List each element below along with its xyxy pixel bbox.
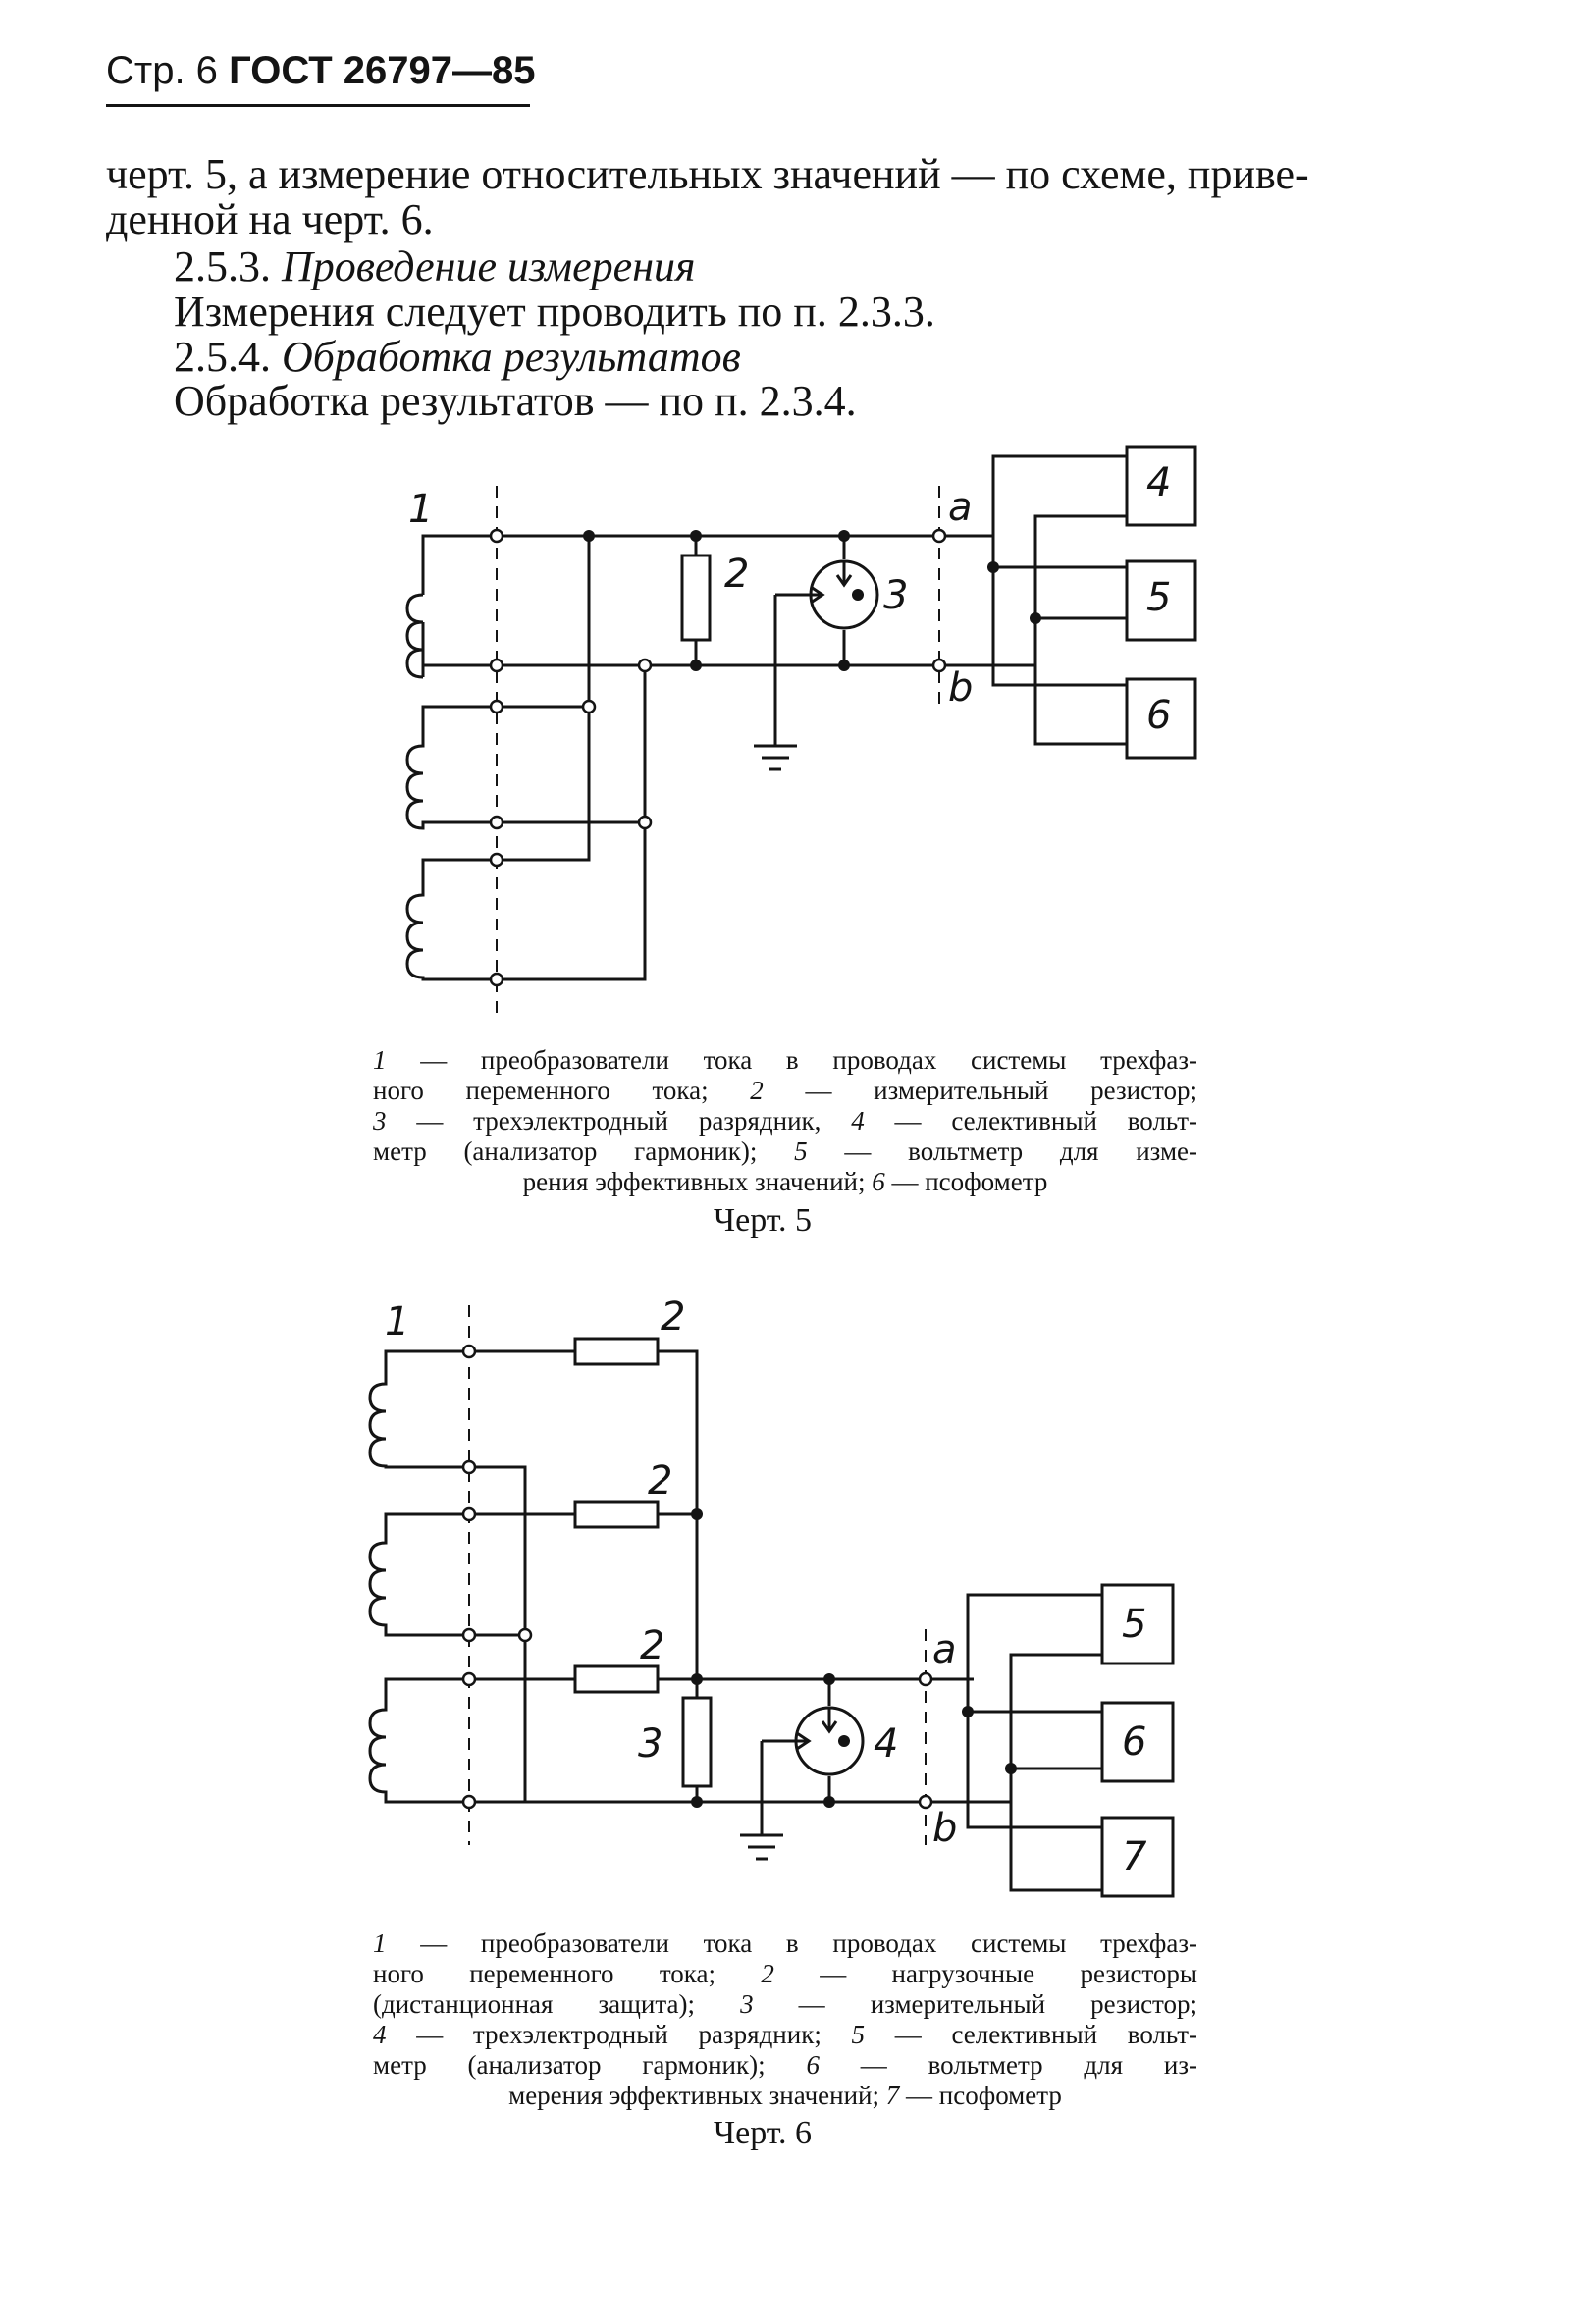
page-number: Стр. 6 <box>106 49 218 92</box>
legend-number: 1 <box>373 1045 387 1075</box>
legend-text: — преобразователи тока в проводах систем… <box>386 1928 1197 1958</box>
section-2-5-4-body: Обработка результатов — по п. 2.3.4. <box>174 377 857 425</box>
legend-number: 6 <box>806 2050 820 2080</box>
section-2-5-3-heading: 2.5.3. Проведение измерения <box>174 241 695 291</box>
fig6-legend: 1 — преобразователи тока в проводах сист… <box>373 1928 1197 2111</box>
legend-text: метр (анализатор гармоник); <box>373 2050 807 2080</box>
fig6-label-a: a <box>932 1627 957 1672</box>
legend-text: — псофометр <box>884 1167 1048 1196</box>
legend-text: ного переменного тока; <box>373 1959 762 1988</box>
legend-line: 1 — преобразователи тока в проводах сист… <box>373 1045 1197 1076</box>
legend-text: — нагрузочные резисторы <box>773 1959 1198 1988</box>
section-2-5-4-heading: 2.5.4. Обработка результатов <box>174 332 741 382</box>
legend-number: 2 <box>761 1959 774 1988</box>
legend-text: — селективный вольт- <box>865 2020 1198 2049</box>
legend-text: (дистанционная защита); <box>373 1989 741 2019</box>
legend-line: (дистанционная защита); 3 — измерительны… <box>373 1989 1197 2020</box>
legend-text: — вольтметр для изме- <box>807 1136 1198 1166</box>
fig6-label-3: 3 <box>638 1721 662 1767</box>
legend-number: 3 <box>373 1106 387 1136</box>
fig5-label-2: 2 <box>724 552 749 597</box>
text-line-1: черт. 5, а измерение относительных значе… <box>106 150 1309 198</box>
legend-text: — преобразователи тока в проводах систем… <box>386 1045 1197 1075</box>
fig5-label-5: 5 <box>1146 575 1171 620</box>
legend-number: 4 <box>373 2020 387 2049</box>
legend-number: 7 <box>885 2081 900 2110</box>
legend-line: ного переменного тока; 2 — измерительный… <box>373 1076 1197 1106</box>
legend-text: — вольтметр для из- <box>819 2050 1198 2080</box>
fig6-caption: Черт. 6 <box>714 2115 813 2151</box>
legend-text: ного переменного тока; <box>373 1076 751 1105</box>
legend-number: 4 <box>851 1106 865 1136</box>
legend-number: 3 <box>740 1989 754 2019</box>
section-number: 2.5.3. <box>174 242 271 290</box>
legend-line: 1 — преобразователи тока в проводах сист… <box>373 1928 1197 1959</box>
section-number: 2.5.4. <box>174 333 271 381</box>
fig6-label-4: 4 <box>874 1721 898 1767</box>
legend-number: 2 <box>750 1076 764 1105</box>
legend-line: рения эффективных значений; 6 — псофомет… <box>373 1167 1197 1197</box>
standard-number: ГОСТ 26797—85 <box>229 49 536 92</box>
legend-line: мерения эффективных значений; 7 — псофом… <box>373 2081 1197 2111</box>
legend-text: — измерительный резистор; <box>763 1076 1197 1105</box>
fig6-label-2-mid: 2 <box>648 1458 672 1504</box>
legend-number: 1 <box>373 1928 387 1958</box>
fig5-caption: Черт. 5 <box>714 1202 813 1239</box>
section-title: Обработка результатов <box>282 333 741 381</box>
section-title: Проведение измерения <box>282 242 696 290</box>
legend-text: — измерительный резистор; <box>753 1989 1197 2019</box>
legend-text: — псофометр <box>899 2081 1062 2110</box>
legend-number: 5 <box>794 1136 808 1166</box>
legend-number: 6 <box>872 1167 885 1196</box>
fig6-label-b: b <box>932 1806 957 1851</box>
fig6-label-7: 7 <box>1122 1834 1147 1879</box>
legend-text: — селективный вольт- <box>864 1106 1197 1136</box>
legend-text: — трехэлектродный разрядник, <box>386 1106 852 1136</box>
legend-line: метр (анализатор гармоник); 5 — вольтмет… <box>373 1136 1197 1167</box>
fig5-label-1: 1 <box>408 487 433 532</box>
text-line-2: денной на черт. 6. <box>106 195 434 243</box>
legend-text: мерения эффективных значений; <box>508 2081 886 2110</box>
section-2-5-3-body: Измерения следует проводить по п. 2.3.3. <box>174 288 935 336</box>
fig6-label-2-top: 2 <box>661 1294 685 1340</box>
legend-text: метр (анализатор гармоник); <box>373 1136 795 1166</box>
legend-line: метр (анализатор гармоник); 6 — вольтмет… <box>373 2050 1197 2081</box>
fig5-label-a: a <box>948 485 973 530</box>
fig5-label-4: 4 <box>1146 460 1171 505</box>
legend-line: 3 — трехэлектродный разрядник, 4 — селек… <box>373 1106 1197 1136</box>
fig6-label-6: 6 <box>1122 1719 1146 1765</box>
legend-text: — трехэлектродный разрядник; <box>386 2020 852 2049</box>
fig5-label-6: 6 <box>1146 693 1171 738</box>
legend-number: 5 <box>851 2020 866 2049</box>
fig6-label-5: 5 <box>1122 1602 1146 1647</box>
fig5-label-b: b <box>948 665 973 711</box>
fig5-label-3: 3 <box>883 573 908 618</box>
header-rule <box>106 104 530 107</box>
fig5-legend: 1 — преобразователи тока в проводах сист… <box>373 1045 1197 1197</box>
fig6-label-2-bottom: 2 <box>640 1623 664 1668</box>
legend-line: ного переменного тока; 2 — нагрузочные р… <box>373 1959 1197 1989</box>
legend-text: рения эффективных значений; <box>522 1167 873 1196</box>
page-header: Стр. 6 ГОСТ 26797—85 <box>106 49 535 93</box>
legend-line: 4 — трехэлектродный разрядник; 5 — селек… <box>373 2020 1197 2050</box>
fig6-label-1: 1 <box>385 1299 409 1345</box>
